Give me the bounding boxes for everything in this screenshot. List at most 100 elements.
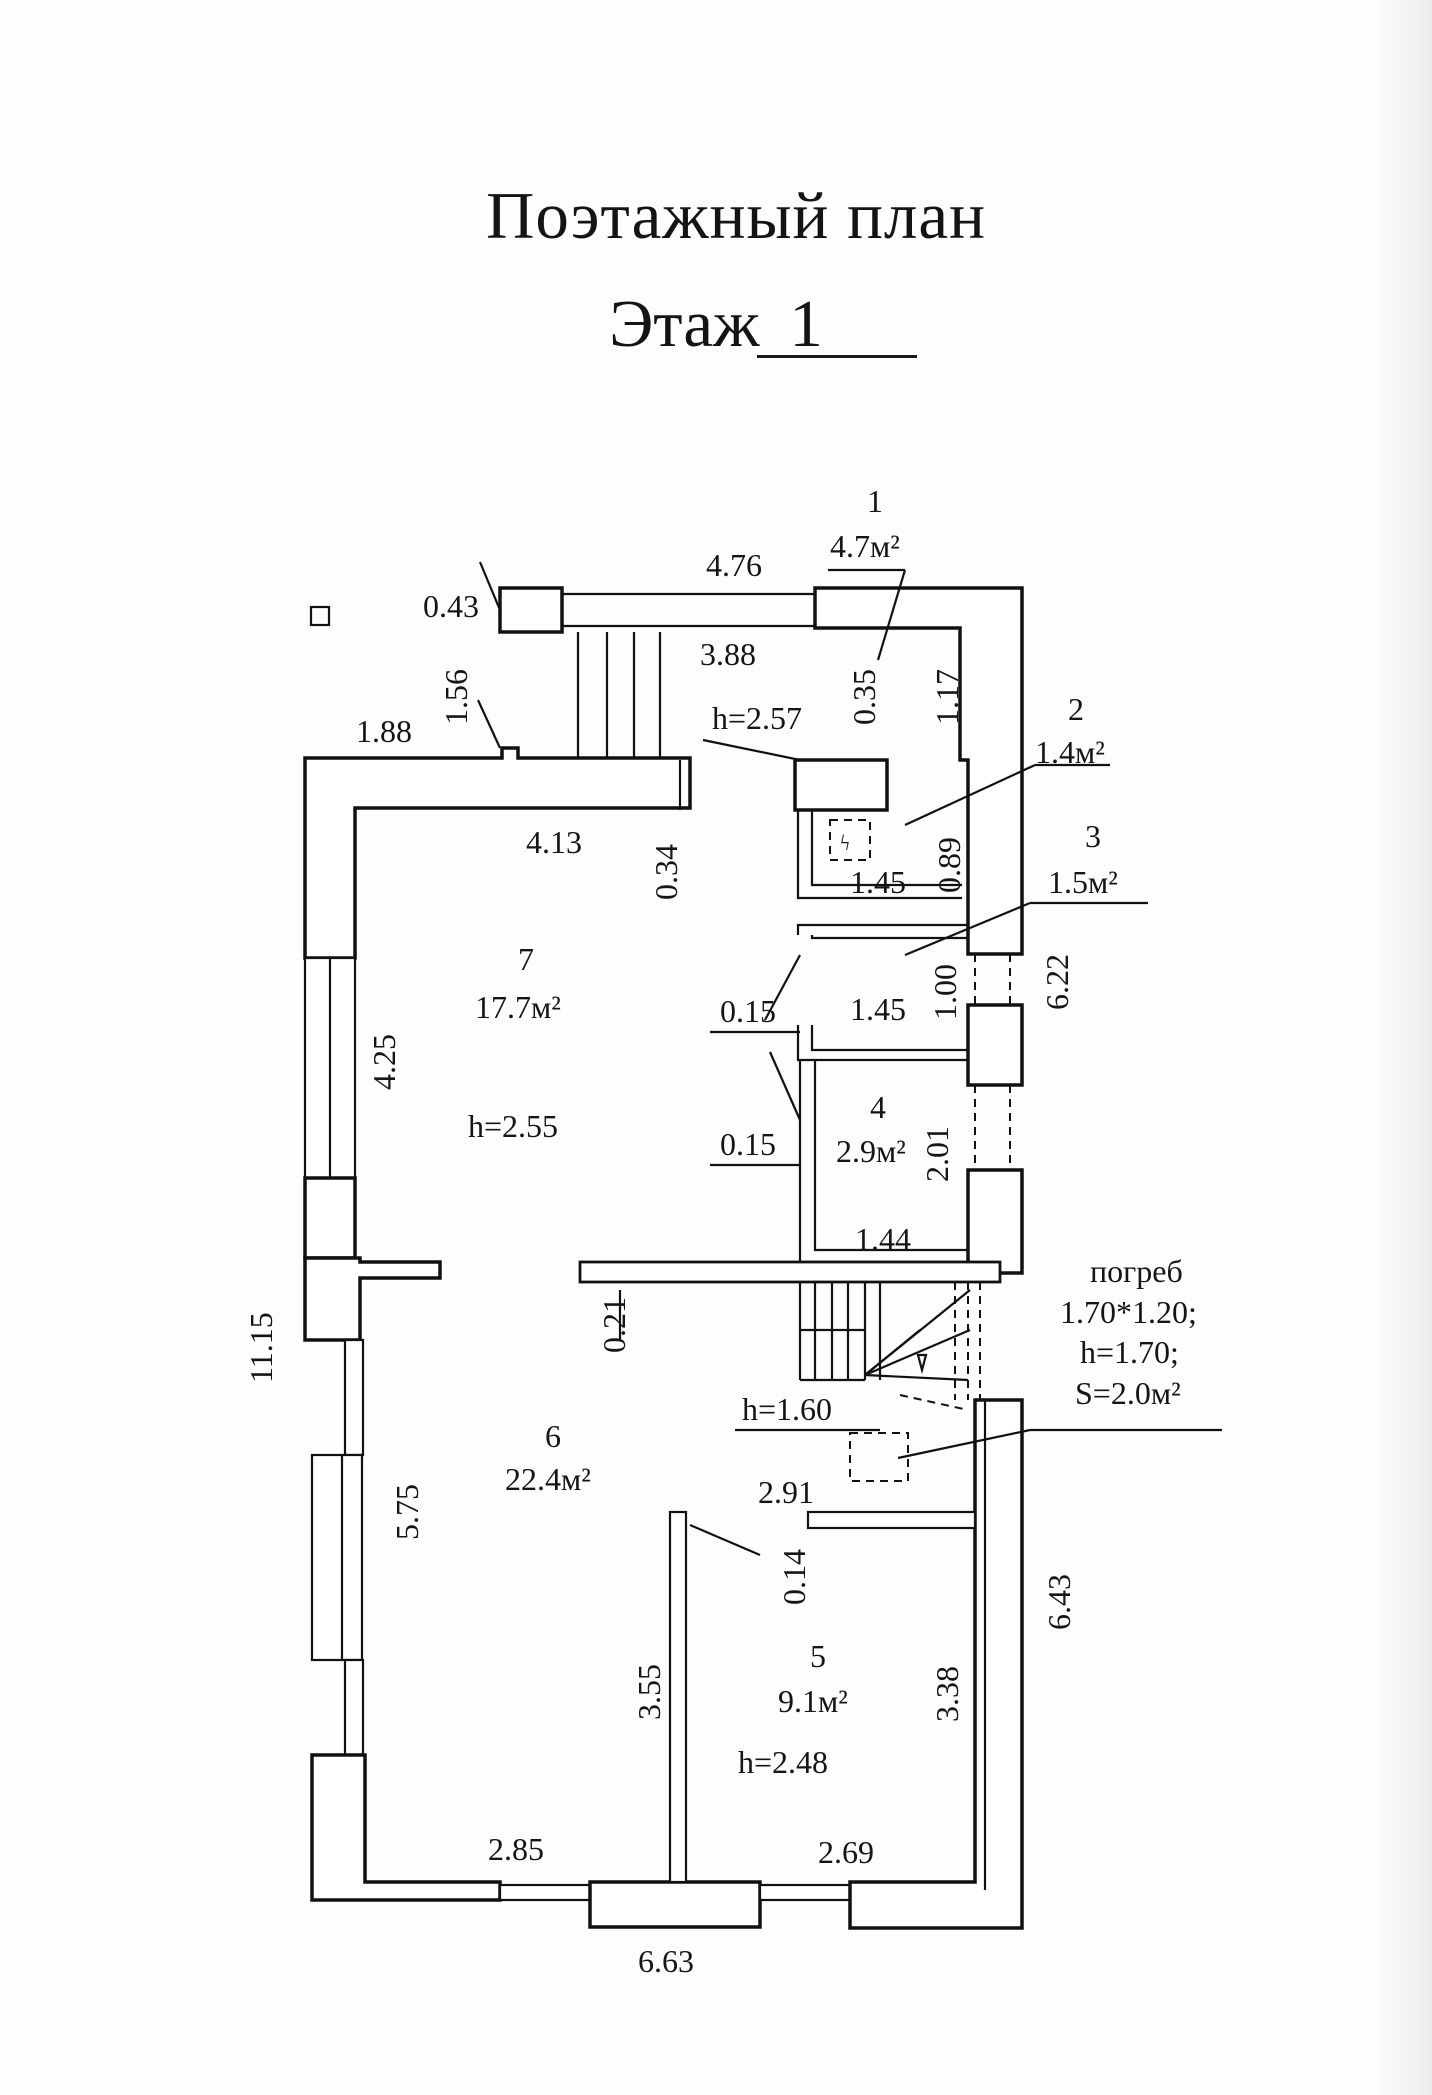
pier-left — [303, 1176, 357, 1260]
stair-diag — [864, 1328, 971, 1377]
room6-number: 6 — [545, 1418, 561, 1454]
dim-043: 0.43 — [423, 588, 479, 624]
partition-6-5 — [668, 1510, 688, 1884]
dim-145a: 1.45 — [850, 864, 906, 900]
leader-cellar — [897, 1428, 1031, 1460]
room3-area: 1.5м² — [1048, 864, 1118, 900]
scan-edge-shadow — [1372, 0, 1432, 2095]
dim-269: 2.69 — [818, 1834, 874, 1870]
leader-015b-diag — [768, 1051, 802, 1121]
corner-bottom-right — [848, 1398, 1024, 1930]
window-left-gap — [343, 1658, 365, 1757]
dim-188: 1.88 — [356, 713, 412, 749]
stair-arrow — [916, 1353, 928, 1375]
dim-015a: 0.15 — [720, 993, 776, 1029]
leader-014 — [689, 1523, 761, 1557]
leader-room1 — [876, 569, 907, 661]
room4-wall-inner — [813, 1060, 968, 1252]
leader-156 — [477, 699, 501, 749]
electric-panel-icon: ϟ — [840, 830, 850, 855]
room2-wall-inner — [810, 810, 962, 887]
room3-wall-inner — [810, 935, 968, 940]
cellar-height: h=1.70; — [1080, 1334, 1179, 1370]
dim-1115: 11.15 — [243, 1312, 279, 1383]
cellar-area: S=2.0м² — [1075, 1375, 1181, 1411]
dim-100: 1.00 — [927, 964, 963, 1020]
dim-014: 0.14 — [776, 1549, 812, 1605]
dim-575: 5.75 — [389, 1484, 425, 1540]
room1-number: 1 — [867, 483, 883, 519]
chimney-block — [793, 758, 889, 812]
cellar-name: погреб — [1090, 1253, 1183, 1289]
dim-015b: 0.15 — [720, 1126, 776, 1162]
room3-wall-bottom-inner — [810, 1025, 968, 1052]
pier-left-2 — [303, 1256, 442, 1342]
room7-area: 17.7м² — [475, 989, 561, 1025]
marker-square — [309, 605, 331, 627]
stair-diag — [864, 1373, 969, 1382]
porch-wall-right — [813, 586, 1024, 956]
room3-number: 3 — [1085, 818, 1101, 854]
room5-height: h=2.48 — [738, 1744, 828, 1780]
floor-heading: Этаж 1 — [0, 286, 1432, 363]
window-bottom-right — [758, 1883, 852, 1902]
stair-diag — [864, 1329, 921, 1376]
window-left-lower — [310, 1453, 364, 1662]
room4-area: 2.9м² — [836, 1133, 906, 1169]
leader-room2 — [904, 764, 1036, 826]
cellar-size: 1.70*1.20; — [1060, 1294, 1197, 1330]
pier-right-1 — [966, 1003, 1024, 1087]
dim-663: 6.63 — [638, 1943, 694, 1979]
window-bottom-left — [498, 1883, 592, 1902]
corner-bottom-left — [310, 1753, 502, 1902]
leader-room3 — [904, 901, 1031, 957]
dim-034: 0.34 — [648, 844, 684, 900]
dim-622: 6.22 — [1039, 954, 1075, 1010]
stair-dash — [899, 1394, 969, 1411]
height-257: h=2.57 — [712, 700, 802, 736]
room5-number: 5 — [810, 1638, 826, 1674]
dim-117: 1.17 — [929, 669, 965, 725]
leader-043 — [478, 561, 502, 611]
dim-035: 0.35 — [846, 669, 882, 725]
dim-145b: 1.45 — [850, 991, 906, 1027]
cellar-hatch — [849, 1432, 909, 1482]
plan-title: Поэтажный план — [486, 179, 986, 253]
room7-wall-top — [303, 746, 692, 960]
room2-number: 2 — [1068, 691, 1084, 727]
electric-panel — [829, 819, 871, 861]
room2-wall — [796, 810, 962, 900]
floor-number: 1 — [789, 287, 823, 361]
dim-476: 4.76 — [706, 547, 762, 583]
room7-number: 7 — [518, 941, 534, 977]
dim-643: 6.43 — [1041, 1574, 1077, 1630]
room1-area: 4.7м² — [830, 528, 900, 564]
floor-underline — [757, 355, 917, 358]
room3-wall-bottom — [796, 1025, 968, 1062]
dim-285: 2.85 — [488, 1831, 544, 1867]
room4-number: 4 — [870, 1089, 886, 1125]
window-left-mid — [343, 1338, 365, 1457]
dim-144: 1.44 — [855, 1221, 911, 1257]
dim-413: 4.13 — [526, 824, 582, 860]
dim-338: 3.38 — [929, 1666, 965, 1722]
height-160: h=1.60 — [742, 1391, 832, 1427]
leader-h257 — [702, 738, 801, 762]
dim-425: 4.25 — [366, 1034, 402, 1090]
leader-015a-diag — [764, 954, 801, 1021]
room3-wall-top — [796, 923, 968, 935]
room2-area: 1.4м² — [1035, 734, 1105, 770]
floor-label: Этаж — [609, 287, 760, 361]
bottom-wall-mid — [588, 1880, 762, 1929]
pier-right-2 — [966, 1168, 1024, 1275]
room5-area: 9.1м² — [778, 1683, 848, 1719]
dim-201: 2.01 — [919, 1126, 955, 1182]
room7-height: h=2.55 — [468, 1108, 558, 1144]
dim-355: 3.55 — [631, 1664, 667, 1720]
partition-7-6 — [578, 1260, 1002, 1284]
porch-pillar-left — [498, 586, 564, 634]
dim-291: 2.91 — [758, 1474, 814, 1510]
room6-area: 22.4м² — [505, 1461, 591, 1497]
